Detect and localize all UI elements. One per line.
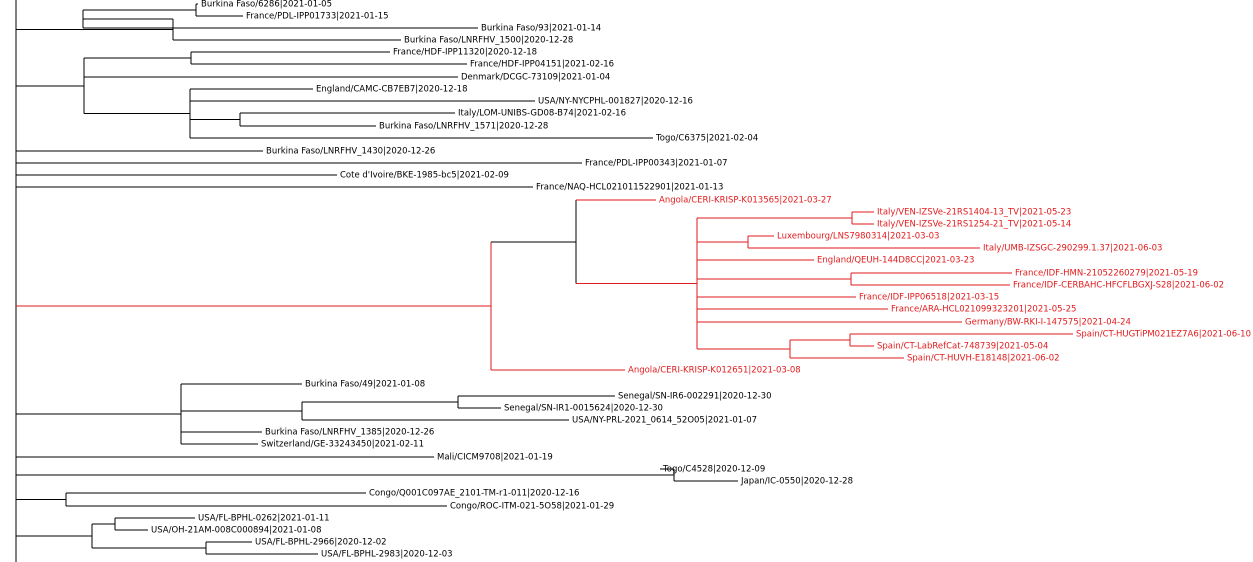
tip-label: Burkina Faso/93|2021-01-14 [481, 24, 601, 34]
tip-label: Burkina Faso/LNRFHV_1385|2020-12-26 [265, 428, 434, 438]
tip-label: USA/FL-BPHL-0262|2021-01-11 [198, 514, 330, 524]
tip-label: Spain/CT-HUVH-E18148|2021-06-02 [907, 354, 1060, 364]
tip-label: Senegal/SN-IR6-002291|2020-12-30 [618, 392, 772, 402]
tip-label: Luxembourg/LNS7980314|2021-03-03 [777, 232, 939, 242]
tip-label: Congo/ROC-ITM-021-5O58|2021-01-29 [450, 502, 614, 512]
tip-label: Spain/CT-LabRefCat-748739|2021-05-04 [877, 342, 1048, 352]
tip-label: France/ARA-HCL021099323201|2021-05-25 [891, 305, 1076, 315]
tip-label: Japan/IC-0550|2020-12-28 [740, 477, 853, 487]
tip-label: Germany/BW-RKI-I-147575|2021-04-24 [965, 318, 1131, 328]
tip-label: USA/NY-NYCPHL-001827|2020-12-16 [538, 97, 693, 107]
tip-label: Burkina Faso/LNRFHV_1571|2020-12-28 [379, 122, 548, 132]
tip-label: USA/FL-BPHL-2966|2020-12-02 [255, 538, 387, 548]
tip-label: France/IDF-IPP06518|2021-03-15 [859, 293, 999, 303]
tip-label: Togo/C4528|2020-12-09 [662, 465, 765, 475]
tip-label: Cote d'Ivoire/BKE-1985-bc5|2021-02-09 [340, 171, 509, 181]
tip-label: USA/NY-PRL-2021_0614_52O05|2021-01-07 [572, 416, 757, 426]
tip-label: USA/OH-21AM-008C000894|2021-01-08 [151, 526, 322, 536]
tip-label: Spain/CT-HUGTiPM021EZ7A6|2021-06-10 [1076, 330, 1251, 340]
tip-label: France/PDL-IPP00343|2021-01-07 [585, 159, 728, 169]
tip-label: Angola/CERI-KRISP-K012651|2021-03-08 [628, 366, 801, 376]
tip-label: Italy/VEN-IZSVe-21RS1404-13_TV|2021-05-2… [877, 208, 1071, 218]
tip-label: Burkina Faso/6286|2021-01-05 [201, 0, 332, 10]
tip-label: Congo/Q001C097AE_2101-TM-r1-011|2020-12-… [369, 489, 579, 499]
tip-label: USA/FL-BPHL-2983|2020-12-03 [321, 550, 453, 560]
tip-label: France/IDF-HMN-21052260279|2021-05-19 [1015, 269, 1198, 279]
tip-label: Denmark/DCGC-73109|2021-01-04 [461, 73, 610, 83]
tip-label: Italy/LOM-UNIBS-GD08-B74|2021-02-16 [458, 109, 626, 119]
tip-labels: Burkina Faso/6286|2021-01-05France/PDL-I… [151, 0, 1251, 560]
tip-label: Togo/C6375|2021-02-04 [655, 134, 758, 144]
tip-label: Mali/CICM9708|2021-01-19 [437, 453, 553, 463]
tip-label: Italy/UMB-IZSGC-290299.1.37|2021-06-03 [983, 244, 1162, 254]
tip-label: France/IDF-CERBAHC-HFCFLBGXJ-S28|2021-06… [1013, 281, 1224, 291]
tip-label: Burkina Faso/49|2021-01-08 [305, 380, 425, 390]
tip-label: England/CAMC-CB7EB7|2020-12-18 [316, 85, 468, 95]
tip-label: Senegal/SN-IR1-0015624|2020-12-30 [504, 404, 663, 414]
tip-label: England/QEUH-144D8CC|2021-03-23 [817, 256, 974, 266]
tip-label: Switzerland/GE-33243450|2021-02-11 [261, 440, 424, 450]
tree-branches [15, 0, 1073, 562]
tip-label: Italy/VEN-IZSVe-21RS1254-21_TV|2021-05-1… [877, 220, 1071, 230]
tip-label: France/HDF-IPP04151|2021-02-16 [470, 60, 614, 70]
tip-label: Burkina Faso/LNRFHV_1430|2020-12-26 [266, 147, 435, 157]
tip-label: France/PDL-IPP01733|2021-01-15 [246, 12, 389, 22]
tip-label: France/NAQ-HCL021011522901|2021-01-13 [536, 183, 723, 193]
tip-label: Burkina Faso/LNRFHV_1500|2020-12-28 [404, 36, 573, 46]
tip-label: Angola/CERI-KRISP-K013565|2021-03-27 [659, 196, 832, 206]
tip-label: France/HDF-IPP11320|2020-12-18 [393, 48, 537, 58]
